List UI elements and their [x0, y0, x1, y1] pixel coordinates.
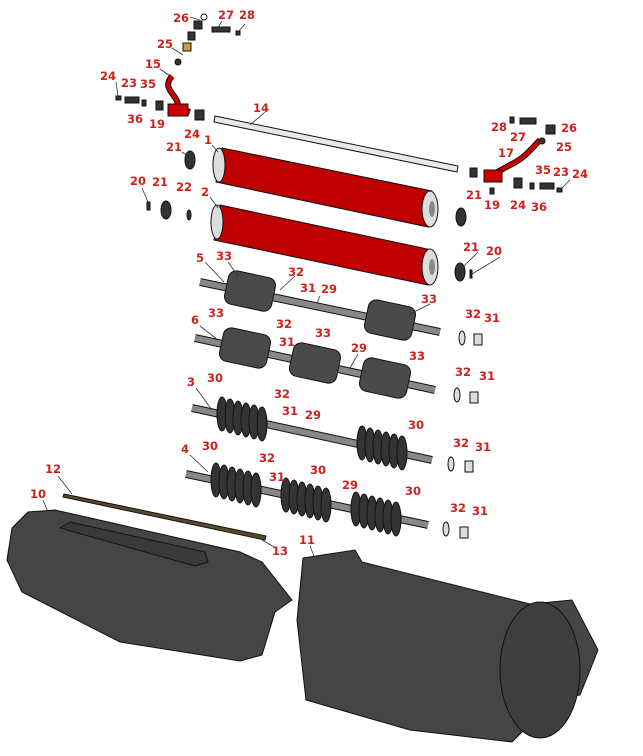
- callout: 32: [274, 387, 290, 401]
- callout: 33: [216, 249, 232, 263]
- callout: 31: [475, 440, 491, 454]
- callout: 30: [207, 371, 223, 385]
- callout: 20: [130, 174, 146, 188]
- callout: 3: [187, 375, 195, 389]
- callout: 24: [184, 127, 200, 141]
- callout: 33: [208, 306, 224, 320]
- callout: 19: [149, 117, 165, 131]
- callout: 24: [510, 198, 526, 212]
- roller-1[interactable]: [212, 147, 439, 228]
- callout: 31: [300, 281, 316, 295]
- callout: 1: [204, 133, 212, 147]
- callout: 33: [315, 326, 331, 340]
- callout: 29: [342, 478, 358, 492]
- callout: 28: [491, 120, 507, 134]
- callout: 5: [196, 251, 204, 265]
- callout: 32: [288, 265, 304, 279]
- callout: 23: [121, 76, 137, 90]
- bearings-right: [442, 330, 483, 539]
- callout: 12: [45, 462, 61, 476]
- callout: 30: [405, 484, 421, 498]
- callout: 11: [299, 533, 315, 547]
- callout: 32: [453, 436, 469, 450]
- callout: 27: [510, 130, 526, 144]
- callout: 4: [181, 442, 189, 456]
- callout: 17: [498, 146, 514, 160]
- callout: 24: [100, 69, 116, 83]
- callout: 32: [455, 365, 471, 379]
- callout: 15: [145, 57, 161, 71]
- callout: 2: [201, 185, 209, 199]
- callout: 36: [531, 200, 547, 214]
- callout: 30: [310, 463, 326, 477]
- callout: 20: [486, 244, 502, 258]
- callout: 31: [479, 369, 495, 383]
- callout: 14: [253, 101, 269, 115]
- callout: 28: [239, 8, 255, 22]
- callout: 21: [152, 175, 168, 189]
- shaft-assembly-5[interactable]: [199, 269, 441, 341]
- callout-labels: 26 27 28 25 15 24 23 35 36 19 24 14 1 21…: [30, 8, 588, 558]
- callout: 35: [140, 77, 156, 91]
- callout: 25: [157, 37, 173, 51]
- housing-10[interactable]: [6, 509, 293, 662]
- callout: 26: [173, 11, 189, 25]
- callout: 21: [463, 240, 479, 254]
- callout: 32: [465, 307, 481, 321]
- callout: 31: [282, 404, 298, 418]
- callout: 29: [321, 282, 337, 296]
- callout: 30: [408, 418, 424, 432]
- callout: 26: [561, 121, 577, 135]
- callout: 33: [409, 349, 425, 363]
- callout: 31: [279, 335, 295, 349]
- callout: 35: [535, 163, 551, 177]
- callout: 32: [259, 451, 275, 465]
- shaft-bar-14[interactable]: [213, 115, 459, 173]
- strip-12[interactable]: [62, 493, 267, 541]
- brush-assembly-4[interactable]: [185, 462, 429, 537]
- callout: 36: [127, 112, 143, 126]
- callout: 31: [472, 504, 488, 518]
- brush-assembly-3[interactable]: [191, 396, 433, 471]
- callout: 32: [276, 317, 292, 331]
- callout: 13: [272, 544, 288, 558]
- callout: 30: [202, 439, 218, 453]
- callout: 29: [305, 408, 321, 422]
- callout: 22: [176, 180, 192, 194]
- callout: 25: [556, 140, 572, 154]
- shaft-assembly-6[interactable]: [194, 326, 436, 399]
- callout: 6: [191, 313, 199, 327]
- roller-2[interactable]: [210, 204, 439, 286]
- callout: 21: [166, 140, 182, 154]
- leader-lines: [42, 16, 571, 557]
- callout: 21: [466, 188, 482, 202]
- callout: 23: [553, 165, 569, 179]
- callout: 29: [351, 341, 367, 355]
- callout: 32: [450, 501, 466, 515]
- callout: 24: [572, 167, 588, 181]
- callout: 27: [218, 8, 234, 22]
- callout: 31: [484, 311, 500, 325]
- callout: 19: [484, 198, 500, 212]
- callout: 33: [421, 292, 437, 306]
- callout: 31: [269, 470, 285, 484]
- callout: 10: [30, 487, 46, 501]
